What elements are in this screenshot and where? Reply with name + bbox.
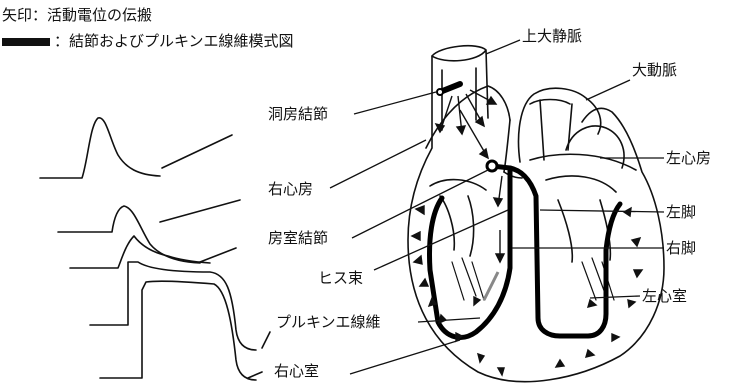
arrow [634,270,642,277]
arrow [412,232,420,240]
label-left-ventricle: 左心室 [642,287,687,305]
leader-lv [590,296,640,298]
label-left-bundle: 左脚 [666,203,696,221]
leader-av-wave [200,248,236,262]
label-his-bundle: ヒス束 [318,269,363,287]
arrow [416,206,424,214]
leader-lb [540,210,664,212]
papillary-left [582,258,614,300]
leader-his [374,210,508,270]
arrow [588,300,596,307]
waveform-right-atrium [58,206,200,263]
arrow-grey [484,272,498,300]
waveform-purkinje [90,262,256,350]
arrow [498,368,504,375]
label-right-atrium: 右心房 [268,180,313,198]
sa-node-dot [437,89,443,95]
label-right-bundle: 右脚 [666,239,696,257]
arrow [612,334,619,341]
leader-svc [486,40,520,54]
arrow [586,350,594,357]
arrow [420,279,428,286]
leader-sa [354,92,436,114]
leader-aorta [586,80,630,100]
label-superior-vena-cava: 上大静脈 [522,27,582,45]
arrow [556,360,564,367]
atrial-septum [504,120,510,172]
his-left [510,168,620,336]
leader-ra-wave [160,200,240,222]
label-sa-node: 洞房結節 [268,105,328,123]
arrow [414,256,422,264]
av-node-dot [487,161,497,171]
arrow [474,297,480,305]
waveform-right-ventricle [100,281,256,380]
leader-sa-wave [162,135,232,168]
arrow [439,315,446,323]
papillary-right [452,258,484,300]
arrow [628,300,635,307]
label-av-node: 房室結節 [268,229,328,247]
label-purkinje-fibers: プルキンエ線維 [276,313,381,331]
arrow [632,238,640,246]
leader-ra [330,140,426,188]
waveform-sa-node [40,118,160,178]
leader-rv-wave [248,372,262,378]
leader-pk-wave [262,332,270,348]
label-aorta: 大動脈 [632,61,677,79]
arrow [478,354,484,362]
tricuspid [430,180,486,256]
left-atrium-wall [530,154,636,170]
leader-rv [350,340,460,374]
label-left-atrium: 左心房 [666,149,711,167]
label-right-ventricle: 右心室 [274,362,319,380]
